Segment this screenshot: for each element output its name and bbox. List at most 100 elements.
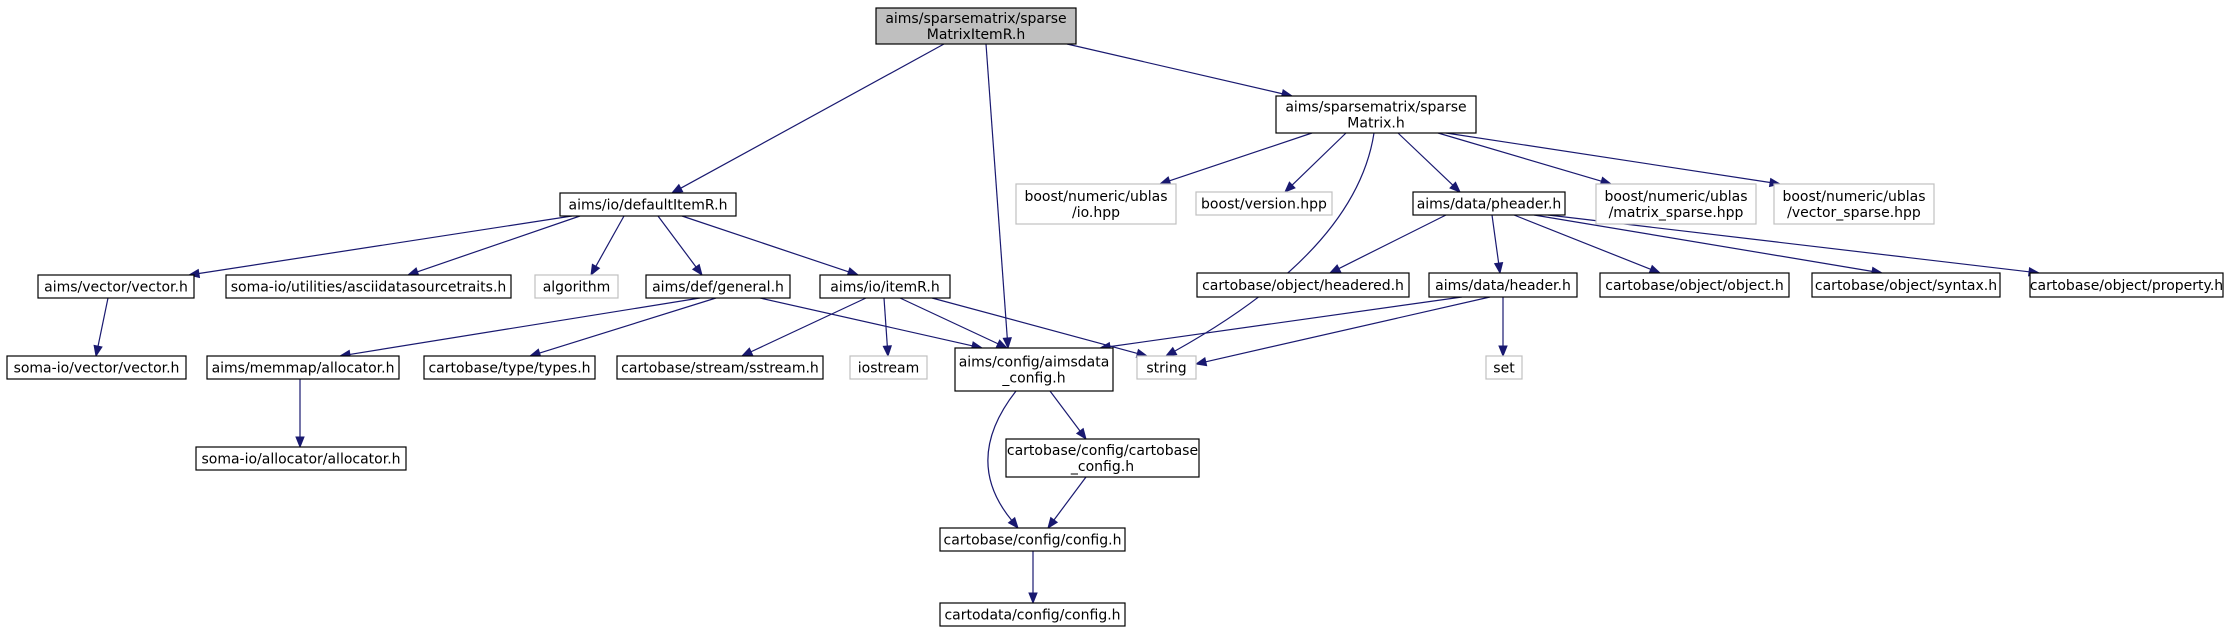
arrowhead bbox=[1028, 592, 1038, 605]
node-label: aims/config/aimsdata bbox=[959, 355, 1110, 371]
node-box bbox=[559, 192, 737, 217]
edge-pheader-to-headered_h bbox=[1328, 214, 1447, 274]
node-box bbox=[1136, 355, 1197, 380]
edge-defaultItemR-to-vector_h bbox=[187, 215, 573, 279]
node-cartodata_config[interactable]: cartodata/config/config.h bbox=[939, 602, 1126, 627]
arrowhead bbox=[1449, 181, 1461, 193]
edge-header_h-to-string bbox=[1194, 296, 1491, 367]
node-label: string bbox=[1146, 361, 1186, 377]
edge-sparseMatrix-to-pheader bbox=[1397, 132, 1461, 193]
node-label: cartobase/object/object.h bbox=[1605, 278, 1784, 294]
node-box bbox=[423, 355, 596, 380]
arrowhead bbox=[1047, 516, 1059, 530]
node-box bbox=[849, 355, 928, 380]
edge-config_h-to-cartodata_config bbox=[1028, 551, 1038, 605]
node-box bbox=[1595, 183, 1757, 225]
node-label: cartobase/config/cartobase bbox=[1007, 443, 1198, 459]
node-syntax_h[interactable]: cartobase/object/syntax.h bbox=[1811, 272, 2001, 298]
node-label: algorithm bbox=[543, 280, 611, 296]
edge-sparseMatrix-to-vector_sparse bbox=[1445, 132, 1782, 188]
node-config_h[interactable]: cartobase/config/config.h bbox=[939, 527, 1126, 552]
node-aimsdata_config[interactable]: aims/config/aimsdata_config.h bbox=[954, 347, 1114, 392]
node-vector_h[interactable]: aims/vector/vector.h bbox=[37, 274, 195, 299]
edge-defaultItemR-to-asciidatasourcetraits bbox=[406, 215, 581, 277]
node-asciidatasourcetraits[interactable]: soma-io/utilities/asciidatasourcetraits.… bbox=[225, 274, 512, 299]
node-label: aims/data/header.h bbox=[1435, 278, 1571, 294]
edge-header_h-to-aimsdata_config bbox=[1098, 296, 1463, 352]
node-label: aims/def/general.h bbox=[652, 280, 784, 296]
node-box bbox=[206, 355, 400, 380]
edge-vector_h-to-somaio_vector bbox=[93, 297, 109, 358]
node-string: string bbox=[1136, 355, 1197, 380]
edge-itemR_h-to-sstream_h bbox=[740, 297, 867, 357]
node-box bbox=[37, 274, 195, 299]
node-box bbox=[645, 274, 791, 299]
node-box bbox=[1428, 272, 1578, 298]
node-object_h[interactable]: cartobase/object/object.h bbox=[1599, 272, 1790, 298]
node-box bbox=[819, 274, 951, 299]
node-box bbox=[1015, 183, 1177, 225]
node-box bbox=[1196, 272, 1410, 298]
arrowhead bbox=[1075, 427, 1087, 441]
arrowhead bbox=[882, 345, 893, 358]
arrowhead bbox=[1284, 181, 1296, 193]
node-label: boost/numeric/ublas bbox=[1604, 189, 1747, 205]
node-label: soma-io/allocator/allocator.h bbox=[201, 452, 400, 468]
node-box bbox=[1005, 438, 1200, 478]
edge-general_h-to-types_h bbox=[528, 297, 717, 358]
node-header_h[interactable]: aims/data/header.h bbox=[1428, 272, 1578, 298]
node-somaio_allocator[interactable]: soma-io/allocator/allocator.h bbox=[195, 446, 407, 471]
node-sstream_h[interactable]: cartobase/stream/sstream.h bbox=[616, 355, 824, 380]
node-label: iostream bbox=[858, 361, 920, 377]
node-box bbox=[1773, 183, 1935, 225]
node-label: cartobase/object/property.h bbox=[2030, 278, 2223, 294]
node-general_h[interactable]: aims/def/general.h bbox=[645, 274, 791, 299]
node-label: cartobase/object/headered.h bbox=[1202, 278, 1404, 294]
node-somaio_vector[interactable]: soma-io/vector/vector.h bbox=[6, 355, 187, 380]
node-label: aims/data/pheader.h bbox=[1417, 197, 1562, 213]
arrowhead bbox=[1648, 264, 1662, 274]
arrowhead bbox=[93, 344, 103, 358]
edge-root-to-sparseMatrix bbox=[1066, 43, 1294, 99]
arrowhead bbox=[590, 263, 601, 277]
arrowhead bbox=[1164, 346, 1178, 357]
edge-itemR_h-to-iostream bbox=[882, 297, 893, 358]
node-label: cartobase/stream/sstream.h bbox=[621, 361, 819, 377]
node-box bbox=[1275, 95, 1477, 134]
arrowhead bbox=[295, 436, 305, 449]
arrowhead bbox=[740, 347, 754, 357]
node-itemR_h[interactable]: aims/io/itemR.h bbox=[819, 274, 951, 299]
node-box bbox=[939, 527, 1126, 552]
edge-aimsdata_config-to-config_h bbox=[987, 390, 1019, 530]
arrowhead bbox=[1007, 516, 1019, 530]
edges-layer bbox=[93, 43, 2041, 605]
node-label: aims/io/itemR.h bbox=[830, 280, 939, 296]
node-property_h[interactable]: cartobase/object/property.h bbox=[2029, 272, 2224, 298]
node-box bbox=[1485, 355, 1523, 380]
edge-header_h-to-set bbox=[1498, 297, 1508, 358]
edge-allocator_h-to-somaio_allocator bbox=[295, 379, 305, 449]
node-label: aims/vector/vector.h bbox=[44, 280, 188, 296]
node-label: _config.h bbox=[1001, 371, 1065, 387]
node-label: cartobase/object/syntax.h bbox=[1815, 278, 1997, 294]
node-cartobase_config[interactable]: cartobase/config/cartobase_config.h bbox=[1005, 438, 1200, 478]
node-box bbox=[2029, 272, 2224, 298]
edge-sparseMatrix-to-ublas_io bbox=[1158, 132, 1313, 186]
node-defaultItemR[interactable]: aims/io/defaultItemR.h bbox=[559, 192, 737, 217]
node-allocator_h[interactable]: aims/memmap/allocator.h bbox=[206, 355, 400, 380]
edge-sparseMatrix-to-boost_version bbox=[1284, 132, 1347, 193]
node-headered_h[interactable]: cartobase/object/headered.h bbox=[1196, 272, 1410, 298]
node-vector_sparse: boost/numeric/ublas/vector_sparse.hpp bbox=[1773, 183, 1935, 225]
node-ublas_io: boost/numeric/ublas/io.hpp bbox=[1015, 183, 1177, 225]
node-iostream: iostream bbox=[849, 355, 928, 380]
node-pheader[interactable]: aims/data/pheader.h bbox=[1412, 191, 1566, 216]
node-box bbox=[195, 446, 407, 471]
edge-general_h-to-allocator_h bbox=[338, 297, 701, 360]
node-label: _config.h bbox=[1070, 459, 1134, 475]
edge-itemR_h-to-aimsdata_config bbox=[899, 297, 1009, 349]
node-types_h[interactable]: cartobase/type/types.h bbox=[423, 355, 596, 380]
